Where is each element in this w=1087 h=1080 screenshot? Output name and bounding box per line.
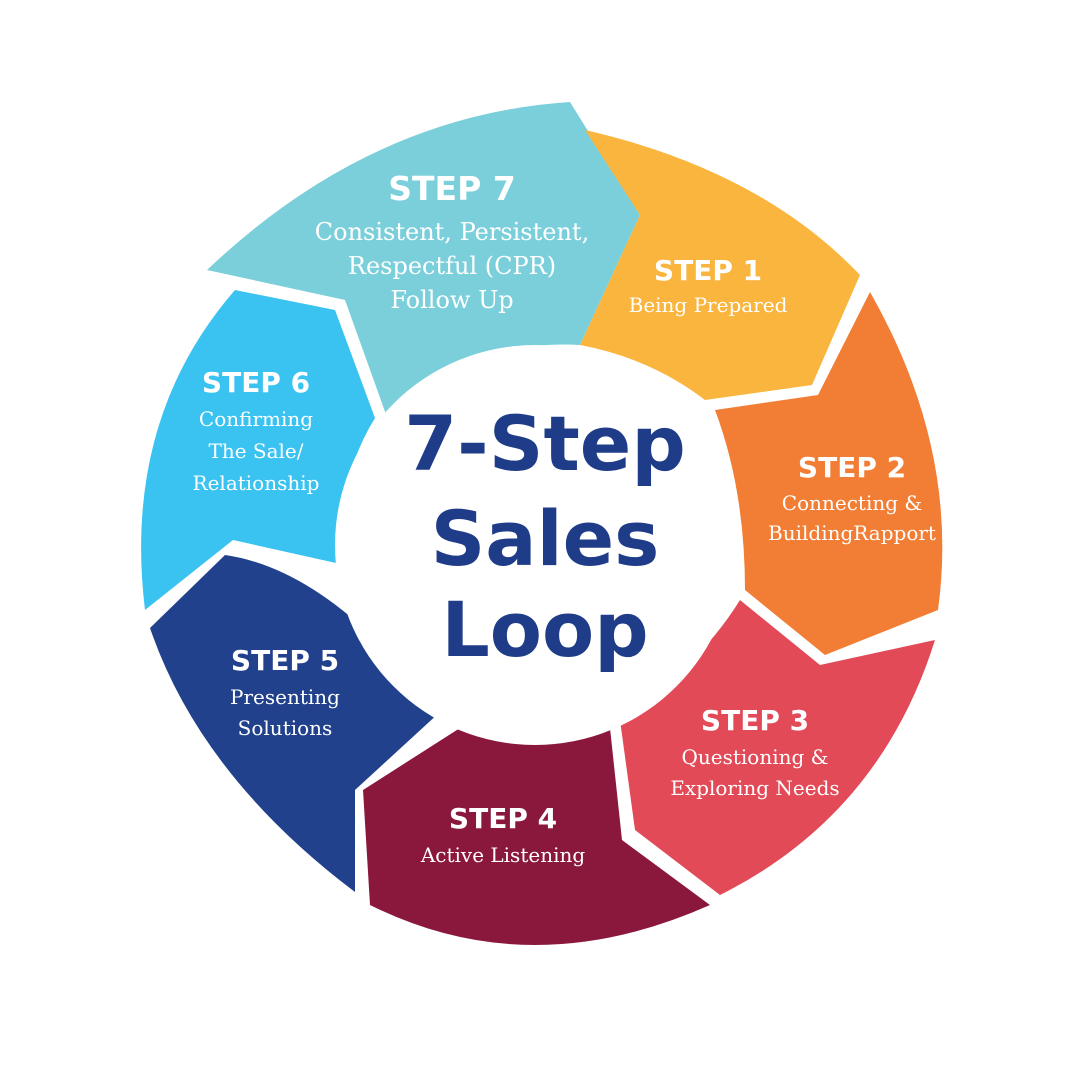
step-1-title: STEP 1 [654,254,762,287]
step-2-line-1: Connecting & [782,491,922,515]
step-7-line-1: Consistent, Persistent, [315,218,589,246]
step-5-line-1: Presenting [230,685,340,709]
step-2-line-2: BuildingRapport [768,521,936,545]
step-7-segment [207,102,640,420]
step-4-line-1: Active Listening [420,843,586,867]
step-4-segment [363,728,710,945]
step-1-segment [580,130,860,400]
step-5-title: STEP 5 [231,644,339,677]
center-title-line-1: 7-Step [404,399,685,488]
step-7-title: STEP 7 [388,169,515,208]
step-3-title: STEP 3 [701,704,809,737]
step-3-segment [620,600,935,895]
step-3-line-2: Exploring Needs [670,776,839,800]
step-6-title: STEP 6 [202,366,310,399]
step-7-line-3: Follow Up [390,286,513,314]
center-circle [335,345,735,745]
step-6-line-1: Confirming [199,407,313,431]
step-5-line-2: Solutions [238,716,333,740]
step-6-segment [141,290,375,610]
step-2-segment [715,292,943,655]
step-6-line-3: Relationship [193,471,320,495]
step-1-line-1: Being Prepared [629,293,788,317]
step-4-title: STEP 4 [449,802,557,835]
step-7-line-2: Respectful (CPR) [348,252,556,280]
step-3-line-1: Questioning & [682,745,829,769]
step-6-line-2: The Sale/ [208,439,303,463]
center-title-line-3: Loop [441,585,648,674]
step-2-title: STEP 2 [798,451,906,484]
center-title-line-2: Sales [431,494,660,583]
